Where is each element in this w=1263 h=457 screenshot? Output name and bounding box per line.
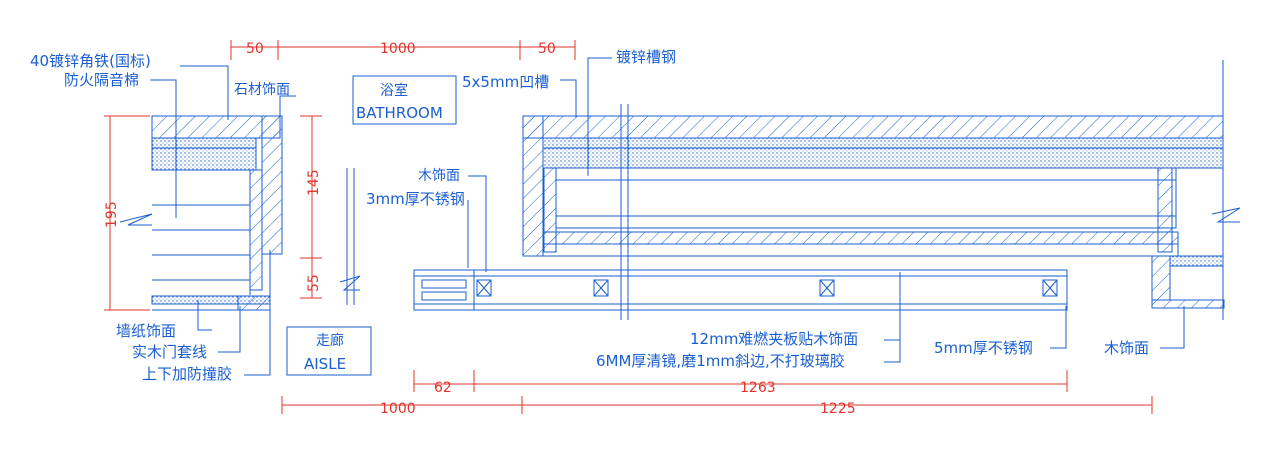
dim-1225: 1225 bbox=[820, 401, 856, 417]
dim-1263: 1263 bbox=[740, 380, 776, 396]
label-stainless-3mm: 3mm厚不锈钢 bbox=[366, 190, 465, 208]
x-box-1 bbox=[476, 279, 492, 297]
top-dimension-left: 50 1000 50 bbox=[230, 40, 576, 60]
dim-195: 195 bbox=[104, 201, 120, 228]
label-wood-finish-top: 木饰面 bbox=[418, 168, 460, 184]
left-labels: 40镀锌角铁(国标) 防火隔音棉 石材饰面 墙纸饰面 实木门套线 上下加防撞胶 bbox=[30, 52, 296, 383]
door-leaf-line bbox=[339, 168, 361, 305]
aisle-tag: 走廊 AISLE bbox=[286, 326, 372, 376]
dim-top-50-right: 50 bbox=[538, 41, 556, 57]
x-box-3 bbox=[819, 279, 835, 297]
sliding-panel bbox=[413, 269, 1068, 311]
label-wood-finish-right: 木饰面 bbox=[1104, 339, 1149, 357]
dim-top-1000: 1000 bbox=[380, 41, 416, 57]
dim-145: 145 bbox=[306, 169, 322, 196]
label-stainless-5mm: 5mm厚不锈钢 bbox=[934, 339, 1033, 357]
label-mirror-6mm: 6MM厚清镜,磨1mm斜边,不打玻璃胶 bbox=[596, 352, 845, 370]
x-box-4 bbox=[1042, 279, 1058, 297]
right-wall-detail bbox=[522, 60, 1241, 320]
label-galvanized-angle: 40镀锌角铁(国标) bbox=[30, 52, 151, 70]
dim-62: 62 bbox=[434, 380, 452, 396]
dim-bottom-1000: 1000 bbox=[380, 401, 416, 417]
left-wall-detail bbox=[119, 115, 283, 311]
label-groove: 5x5mm凹槽 bbox=[462, 73, 549, 91]
aisle-cn: 走廊 bbox=[316, 332, 344, 349]
x-box-2 bbox=[593, 279, 609, 297]
bathroom-tag: 浴室 BATHROOM bbox=[352, 75, 457, 125]
dim-195-group: 195 bbox=[104, 115, 150, 311]
label-solid-wood-trim: 实木门套线 bbox=[132, 343, 207, 361]
bottom-dimensions: 62 1263 1000 1225 bbox=[281, 370, 1153, 417]
label-galvanized-channel: 镀锌槽钢 bbox=[616, 48, 676, 66]
dim-top-50-left: 50 bbox=[246, 41, 264, 57]
label-fireproof-cotton: 防火隔音棉 bbox=[64, 71, 139, 89]
label-anti-collision: 上下加防撞胶 bbox=[142, 365, 232, 383]
label-stone-finish: 石材饰面 bbox=[234, 82, 290, 98]
right-labels: 5x5mm凹槽 镀锌槽钢 木饰面 3mm厚不锈钢 12mm难燃夹板贴木饰面 6M… bbox=[366, 48, 1185, 370]
aisle-en: AISLE bbox=[304, 355, 346, 373]
dim-55: 55 bbox=[306, 274, 322, 292]
bathroom-cn: 浴室 bbox=[380, 82, 408, 99]
label-plywood-12mm: 12mm难燃夹板贴木饰面 bbox=[690, 330, 858, 348]
dim-145-55-group: 145 55 bbox=[300, 115, 322, 299]
bathroom-en: BATHROOM bbox=[356, 104, 443, 122]
label-wallpaper-finish: 墙纸饰面 bbox=[116, 322, 176, 340]
